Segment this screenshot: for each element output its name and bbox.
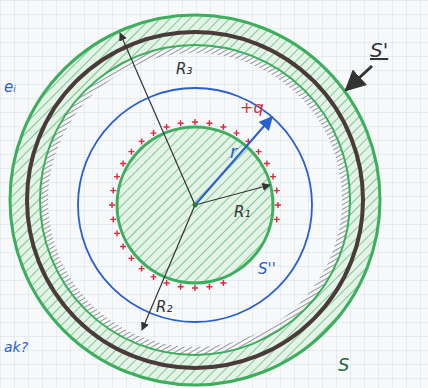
surface-label: S' xyxy=(370,40,388,60)
radius-label: R₃ xyxy=(176,62,192,77)
radius-label: r xyxy=(230,144,237,161)
note-text: eᵢ xyxy=(4,80,16,95)
surface-label: S xyxy=(338,356,349,374)
charge-label: +q xyxy=(240,100,264,116)
radius-label: R₂ xyxy=(156,300,172,315)
surface-label: S'' xyxy=(258,262,276,277)
note-text: ak? xyxy=(4,340,28,354)
radius-label: R₁ xyxy=(234,205,250,220)
